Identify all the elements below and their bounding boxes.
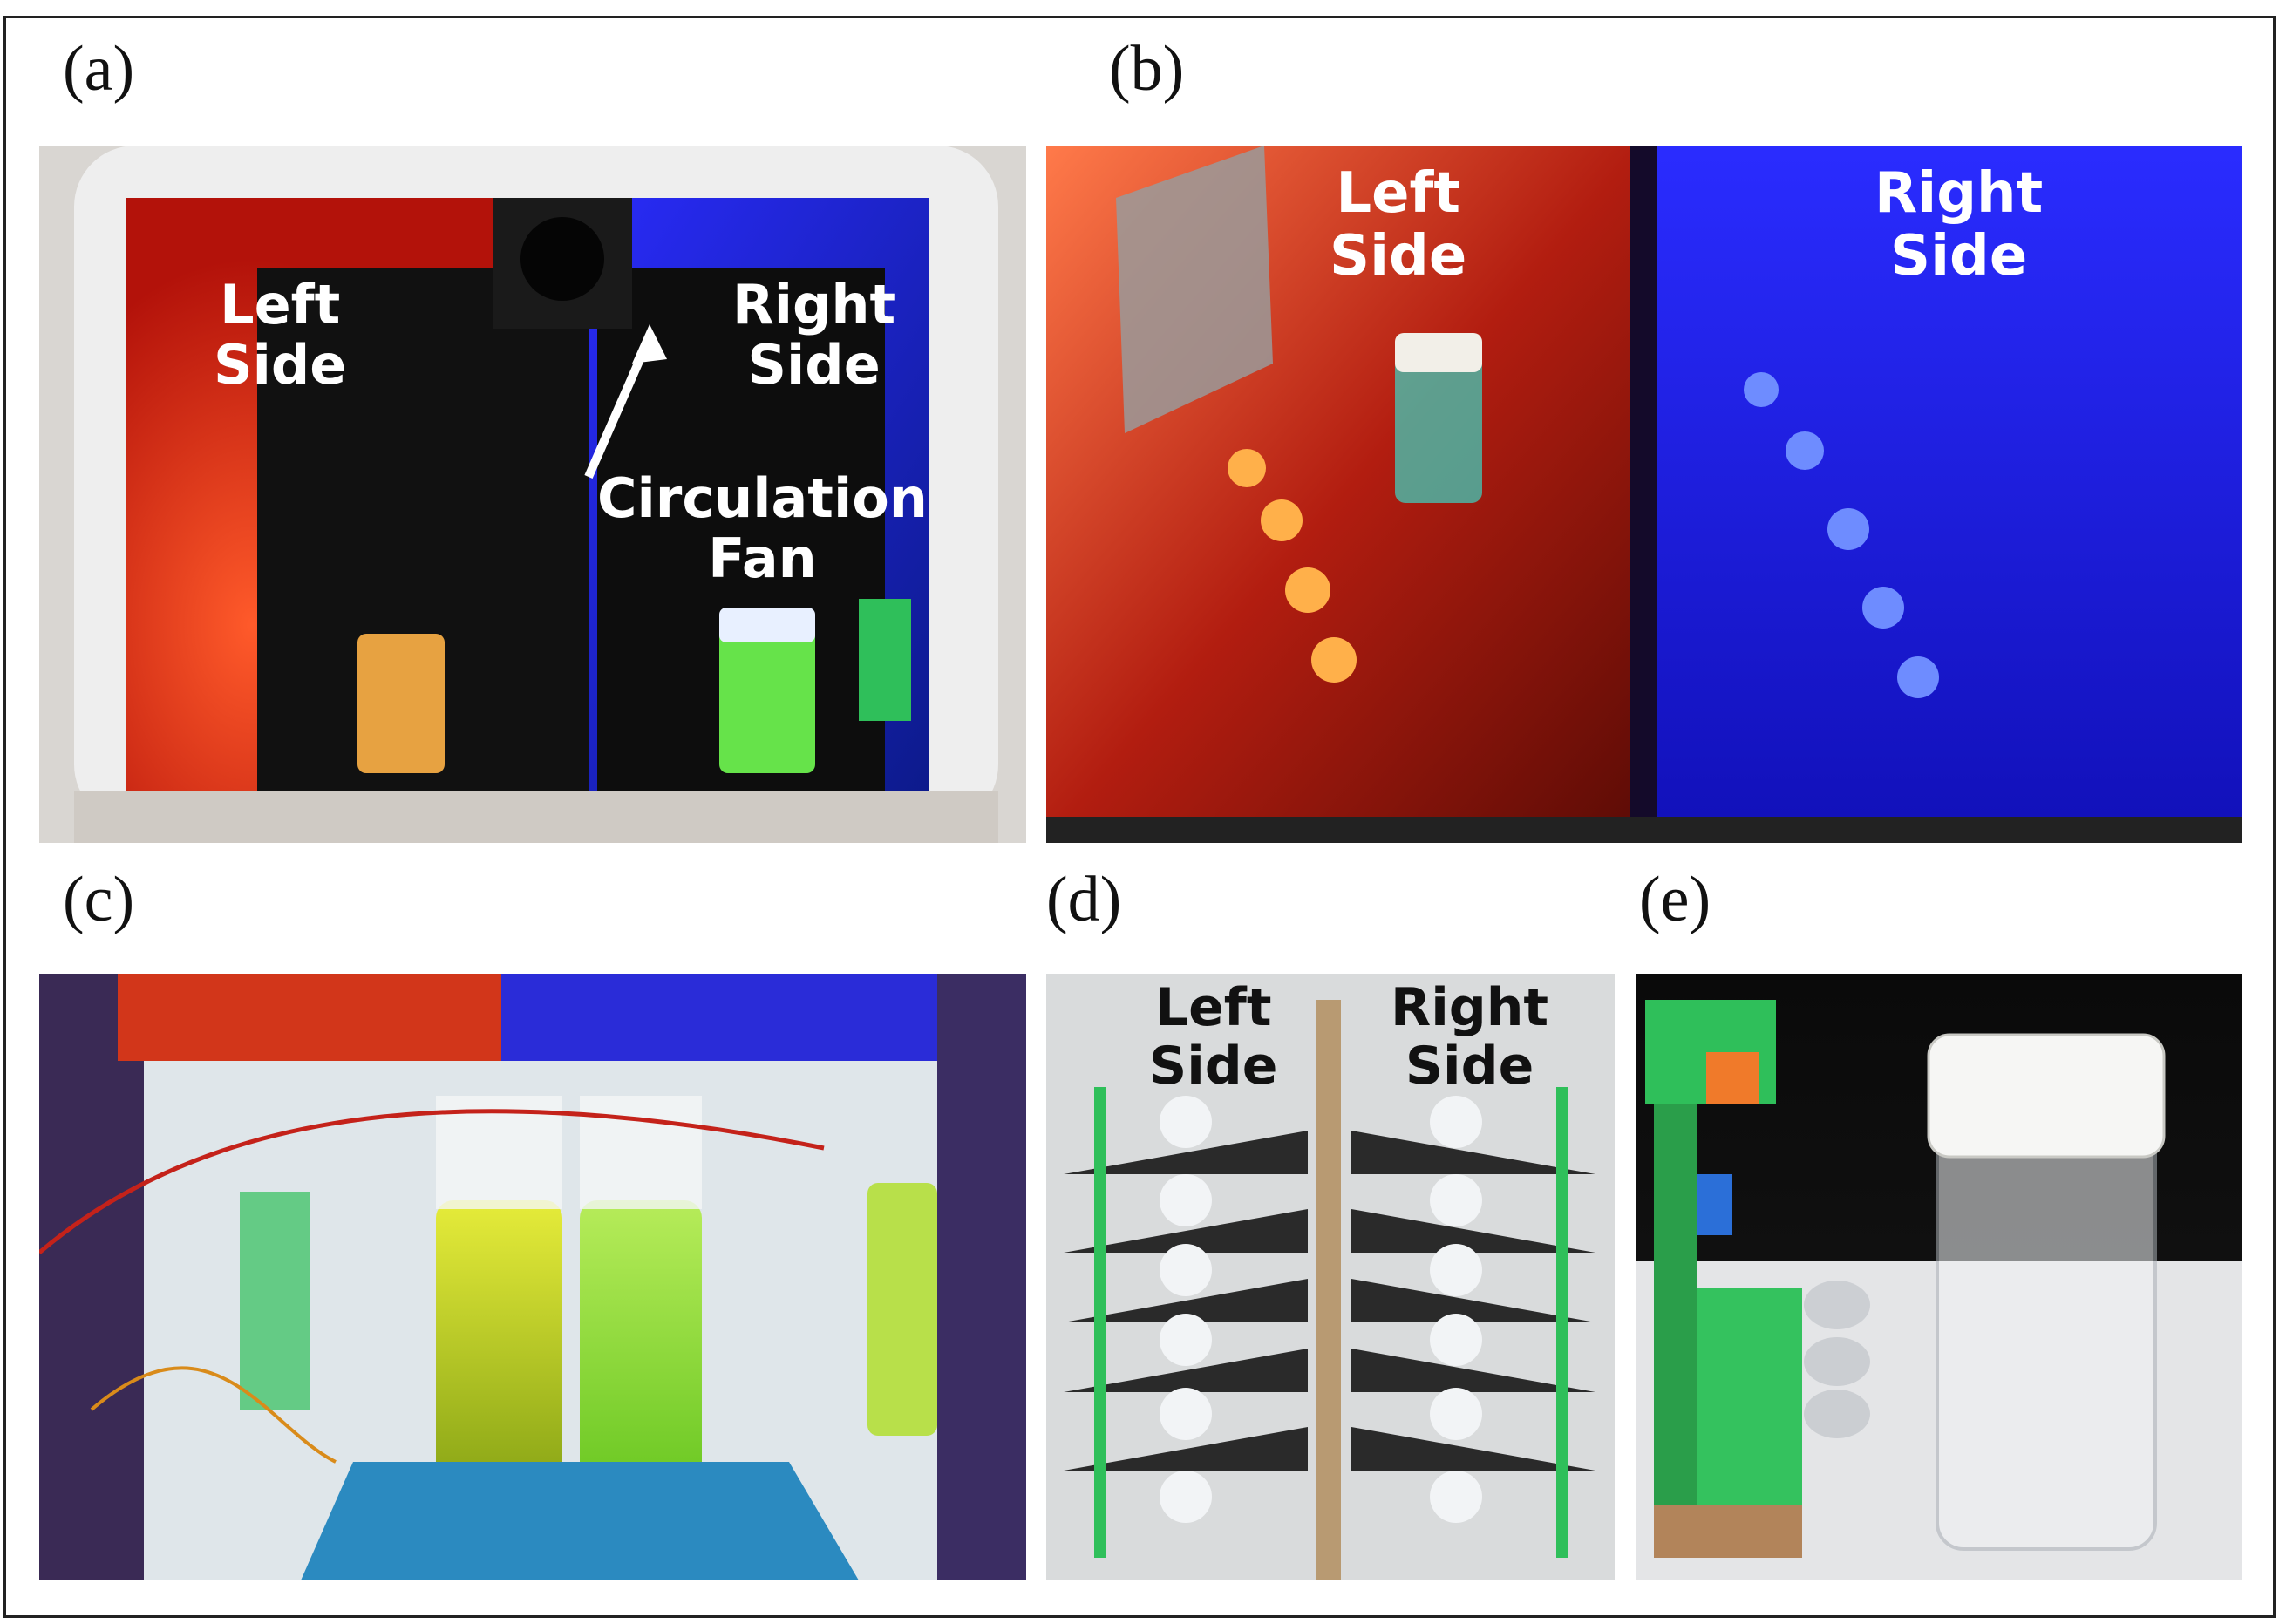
panel-label-d: (d) bbox=[1046, 864, 1122, 935]
photo-panel-c bbox=[39, 974, 1026, 1580]
photo-panel-e bbox=[1636, 974, 2242, 1580]
panel-label-a: (a) bbox=[63, 33, 135, 105]
panel-label-e: (e) bbox=[1639, 864, 1711, 935]
panel-label-c: (c) bbox=[63, 864, 135, 935]
panel-label-b: (b) bbox=[1109, 33, 1185, 105]
